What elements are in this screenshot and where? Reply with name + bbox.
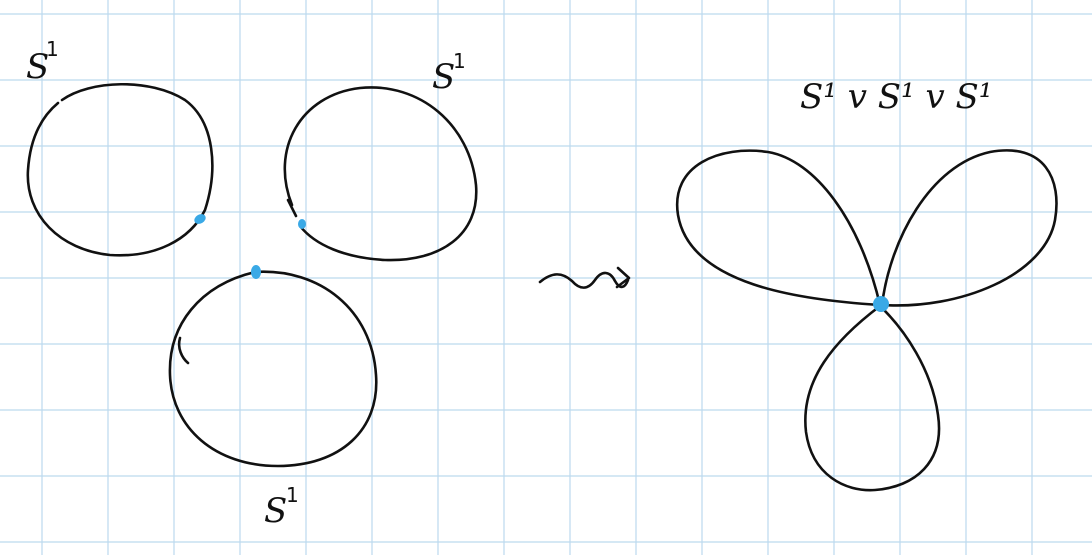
squiggle-arrow	[538, 266, 631, 289]
basepoint-top-right	[298, 219, 306, 229]
label-top-left-exp: 1	[46, 37, 59, 61]
circle-bottom-tick	[177, 336, 190, 365]
label-top-right: S 1	[432, 49, 466, 97]
label-top-right-base: S	[432, 57, 455, 97]
squiggle-arrow-head	[615, 266, 631, 289]
circle-top-right-curve	[283, 86, 478, 262]
wedge-right-loop	[880, 149, 1058, 307]
wedge-basepoint	[873, 296, 889, 312]
wedge-bottom-loop	[804, 304, 941, 492]
circle-top-right-tick	[286, 198, 298, 218]
label-bottom-base: S	[264, 491, 287, 531]
circle-top-left	[26, 82, 214, 257]
label-wedge: S¹ v S¹ v S¹	[800, 77, 992, 117]
wedge-of-circles	[675, 149, 1058, 492]
basepoint-top-left	[194, 214, 206, 224]
circle-bottom-curve	[168, 270, 378, 468]
label-bottom: S 1	[264, 483, 299, 531]
circle-top-right	[283, 86, 478, 262]
circle-top-left-curve	[26, 82, 214, 257]
label-top-left: S 1	[26, 37, 59, 87]
label-bottom-exp: 1	[286, 483, 299, 507]
label-top-left-base: S	[26, 47, 49, 87]
squiggle-arrow-path	[538, 271, 630, 289]
basepoint-bottom	[251, 265, 261, 279]
wedge-left-loop	[675, 149, 882, 307]
label-top-right-exp: 1	[453, 49, 466, 73]
circle-bottom	[168, 265, 378, 468]
